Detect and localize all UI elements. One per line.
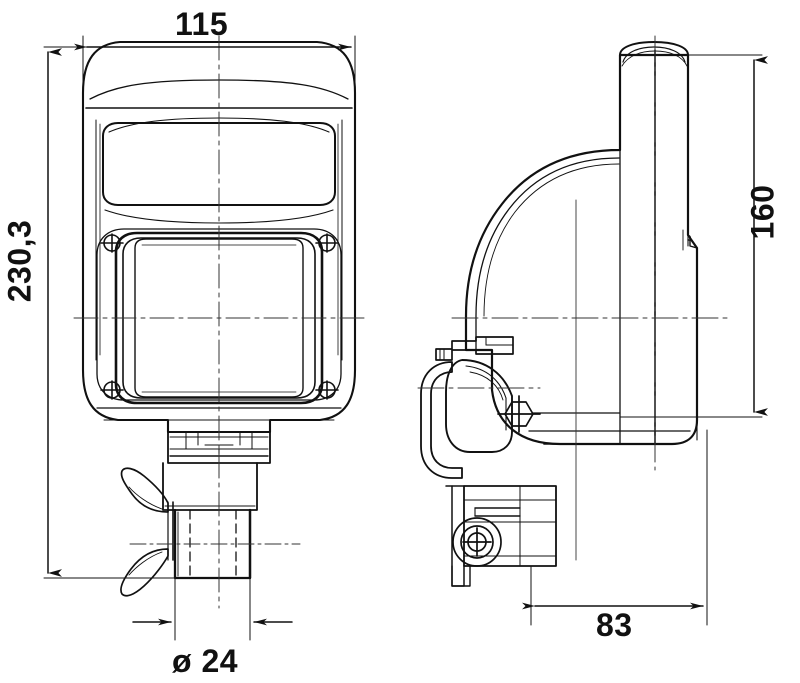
- dimension-label-height-160: 160: [744, 184, 781, 240]
- dimension-annotations: [43, 35, 768, 641]
- dimension-label-width-115: 115: [175, 6, 229, 42]
- dimension-label-depth-83: 83: [596, 607, 633, 643]
- side-view-geometry: [417, 35, 731, 587]
- dimension-label-height-2303: 230,3: [1, 219, 38, 303]
- front-view-geometry: [73, 35, 367, 609]
- dimension-label-diameter-24: ø 24: [172, 643, 239, 679]
